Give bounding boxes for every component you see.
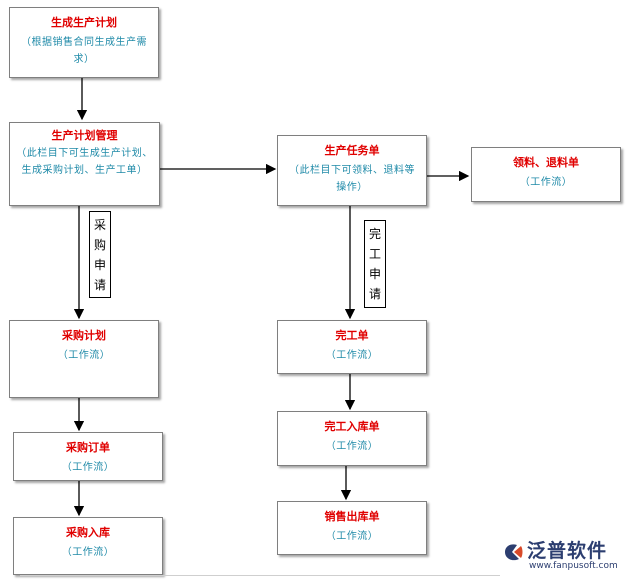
node-subtitle: （根据销售合同生成生产需求） (21, 37, 147, 65)
node-subtitle: （工作流） (61, 547, 115, 558)
node-title: 生产计划管理 (51, 129, 118, 142)
node-title: 采购订单 (66, 441, 110, 454)
node-sales-out: 销售出库单 （工作流） (277, 501, 427, 555)
node-title: 采购入库 (66, 526, 110, 539)
company-logo: 泛普软件 www.fanpusoft.com (497, 534, 627, 578)
logo-url: www.fanpusoft.com (529, 561, 618, 571)
node-title: 销售出库单 (324, 510, 380, 523)
node-subtitle: （工作流） (325, 350, 379, 361)
node-subtitle: （工作流） (325, 531, 379, 542)
label-purchase-request: 采 购 申 请 (89, 211, 111, 298)
node-production-plan-management: 生产计划管理 （此栏目下可生成生产计划、生成采购计划、生产工单） (9, 122, 160, 206)
node-subtitle: （此栏目下可生成生产计划、生成采购计划、生产工单） (16, 148, 153, 176)
node-completion-in: 完工入库单 （工作流） (277, 411, 427, 466)
node-title: 采购计划 (62, 329, 106, 342)
node-completion: 完工单 （工作流） (277, 320, 427, 374)
node-production-task: 生产任务单 （此栏目下可领料、退料等操作） (277, 135, 427, 206)
node-subtitle: （此栏目下可领料、退料等操作） (289, 165, 415, 193)
node-subtitle: （工作流） (519, 177, 573, 188)
node-title: 生产任务单 (324, 144, 380, 157)
node-title: 完工入库单 (324, 420, 380, 433)
label-completion-request: 完 工 申 请 (364, 220, 386, 308)
node-title: 领料、退料单 (513, 156, 579, 169)
node-subtitle: （工作流） (325, 441, 379, 452)
node-title: 生成生产计划 (51, 16, 117, 29)
node-subtitle: （工作流） (61, 462, 115, 473)
node-generate-production-plan: 生成生产计划 （根据销售合同生成生产需求） (9, 7, 159, 78)
node-purchase-plan: 采购计划 （工作流） (9, 320, 159, 398)
logo-name: 泛普软件 (527, 540, 608, 562)
logo-icon (505, 544, 523, 561)
node-title: 完工单 (335, 329, 369, 342)
node-material-pick-return: 领料、退料单 （工作流） (471, 147, 621, 202)
node-purchase-order: 采购订单 （工作流） (13, 432, 163, 481)
node-subtitle: （工作流） (57, 350, 111, 361)
divider (20, 575, 500, 576)
node-purchase-in: 采购入库 （工作流） (13, 517, 163, 575)
